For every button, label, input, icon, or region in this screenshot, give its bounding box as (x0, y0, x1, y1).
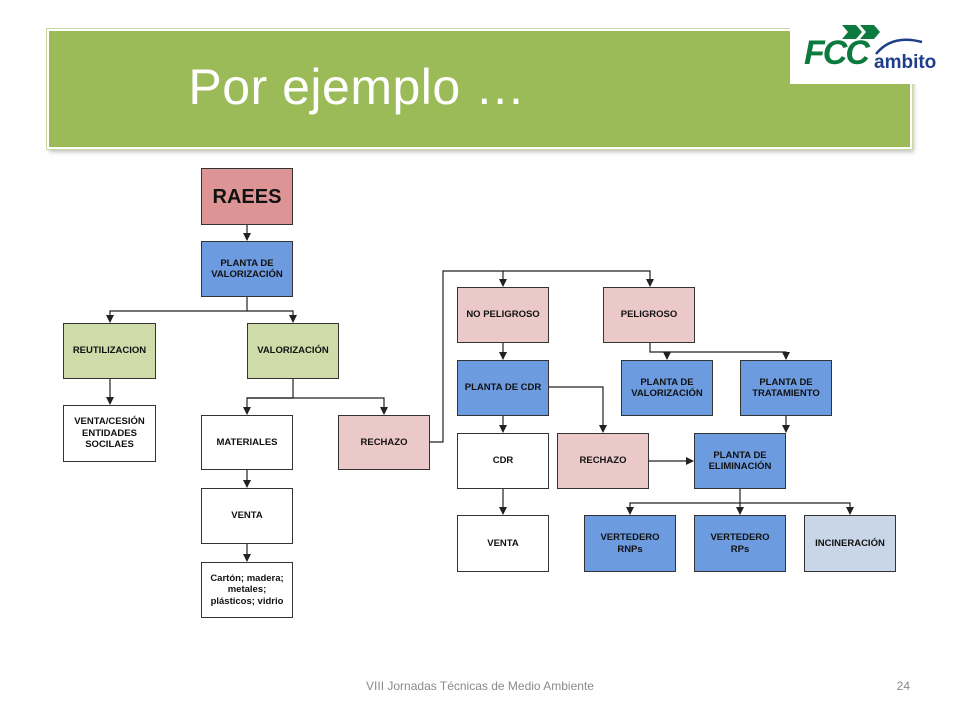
node-carton-madera: Cartón; madera; metales; plásticos; vidr… (201, 562, 293, 618)
connector-rechazo-peligroso (503, 270, 654, 287)
connector-plantacdr-rechazo (549, 386, 607, 433)
node-peligroso: PELIGROSO (603, 287, 695, 343)
page-number: 24 (896, 679, 910, 693)
connector-valorizacion-rechazo (247, 397, 388, 415)
node-incineracion: INCINERACIÓN (804, 515, 896, 572)
node-planta-tratamiento: PLANTA DE TRATAMIENTO (740, 360, 832, 416)
node-valorizacion: VALORIZACIÓN (247, 323, 339, 379)
node-raees: RAEES (201, 168, 293, 225)
connector-eliminacion-rnps (626, 489, 741, 515)
node-reutilizacion: REUTILIZACION (63, 323, 156, 379)
node-rechazo-1: RECHAZO (338, 415, 430, 470)
connector-eliminacion-incineracion (740, 502, 854, 515)
node-rechazo-2: RECHAZO (557, 433, 649, 489)
title-banner (47, 29, 912, 149)
connector-valorizacion-materiales (243, 379, 294, 415)
connector-planta-reutilizacion (106, 297, 248, 323)
node-planta-valorizacion-1: PLANTA DE VALORIZACIÓN (201, 241, 293, 297)
fcc-ambito-logo: FCC ambito (790, 20, 940, 84)
slide-footer: VIII Jornadas Técnicas de Medio Ambiente (366, 679, 594, 693)
node-planta-cdr: PLANTA DE CDR (457, 360, 549, 416)
connector-rechazo-nopeligroso (430, 270, 507, 443)
node-venta-1: VENTA (201, 488, 293, 544)
node-planta-eliminacion: PLANTA DE ELIMINACIÓN (694, 433, 786, 489)
node-cdr: CDR (457, 433, 549, 489)
logo-ambito-text: ambito (874, 52, 937, 73)
logo-fcc-text: FCC (804, 34, 870, 72)
node-venta-cesion: VENTA/CESIÓN ENTIDADES SOCILAES (63, 405, 156, 462)
node-no-peligroso: NO PELIGROSO (457, 287, 549, 343)
node-venta-2: VENTA (457, 515, 549, 572)
logo-swoosh-icon (875, 38, 923, 55)
slide-title: Por ejemplo … (188, 59, 526, 115)
connector-peligroso-tratamiento (667, 351, 790, 360)
node-planta-valorizacion-2: PLANTA DE VALORIZACIÓN (621, 360, 713, 416)
node-vertedero-rnps: VERTEDERO RNPs (584, 515, 676, 572)
connector-peligroso-valorizacion (649, 343, 671, 360)
node-materiales: MATERIALES (201, 415, 293, 470)
logo-arrows-icon (842, 25, 880, 39)
node-vertedero-rps: VERTEDERO RPs (694, 515, 786, 572)
connector-planta-valorizacion (247, 310, 297, 323)
